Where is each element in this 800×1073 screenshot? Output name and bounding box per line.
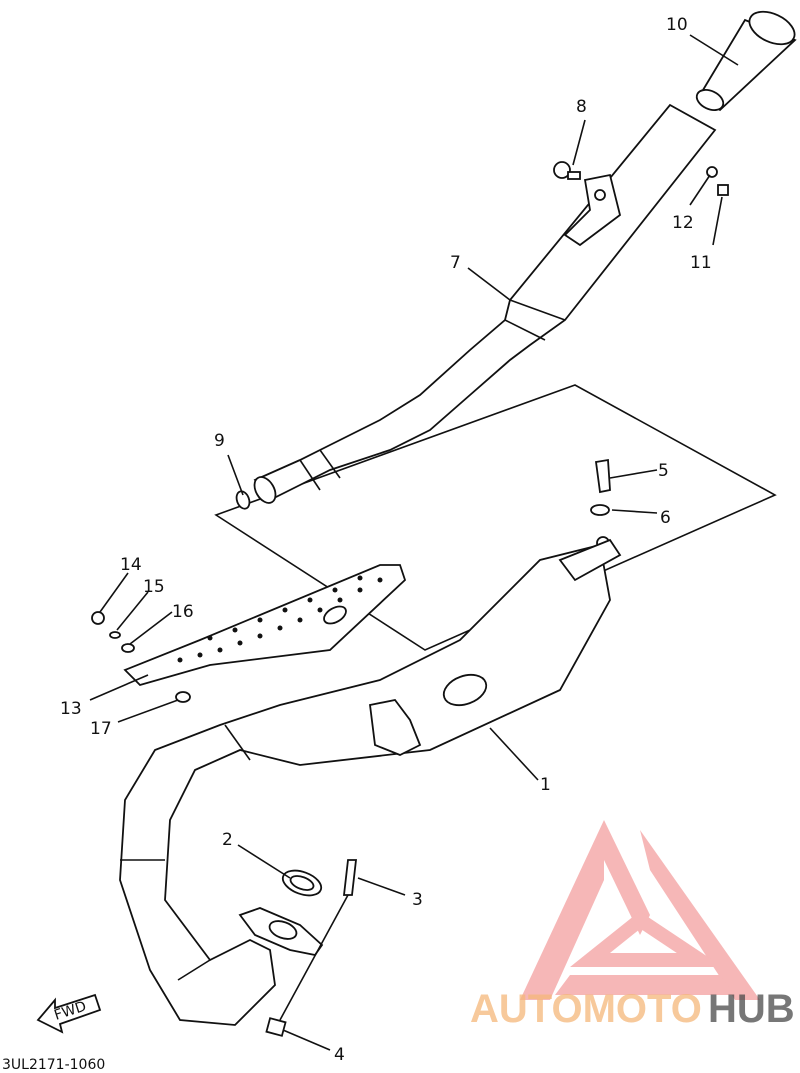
watermark-part2: HUB (708, 987, 795, 1031)
washer-15 (109, 631, 121, 639)
heat-protector (123, 564, 407, 687)
exhaust-chamber (119, 536, 622, 1026)
gasket-9 (235, 490, 251, 510)
watermark-logo (520, 820, 760, 1000)
label-10: 10 (666, 15, 688, 35)
label-14: 14 (120, 555, 142, 575)
label-17: 17 (90, 719, 112, 739)
label-13: 13 (60, 699, 82, 719)
label-5: 5 (658, 461, 669, 481)
leader-lines (89, 34, 739, 1051)
label-7: 7 (450, 253, 461, 273)
callout-labels: 10 8 7 9 12 11 5 6 14 15 16 13 17 1 2 3 … (60, 15, 712, 1065)
label-16: 16 (172, 602, 194, 622)
label-15: 15 (143, 577, 165, 597)
gasket-2 (281, 869, 323, 897)
label-12: 12 (672, 213, 694, 233)
label-8: 8 (576, 97, 587, 117)
fwd-arrow: FWD (36, 993, 102, 1034)
diagram-code: 3UL2171-1060 (2, 1057, 105, 1073)
bolt-8 (553, 161, 581, 180)
watermark-text: AUTOMOTO HUB (470, 987, 795, 1031)
silencer-pipe (253, 103, 717, 504)
watermark-part1: AUTOMOTO (470, 987, 702, 1031)
collar-16 (121, 643, 135, 653)
bolt-11 (717, 184, 729, 196)
washer-6 (590, 504, 610, 516)
nut-4 (265, 1017, 287, 1037)
label-2: 2 (222, 830, 233, 850)
grommet-17 (175, 691, 191, 703)
stud-3 (342, 859, 358, 896)
bolt-5 (594, 458, 611, 494)
label-9: 9 (214, 431, 225, 451)
label-6: 6 (660, 508, 671, 528)
label-11: 11 (690, 253, 712, 273)
label-3: 3 (412, 890, 423, 910)
label-4: 4 (334, 1045, 345, 1065)
label-1: 1 (540, 775, 551, 795)
washer-12 (706, 166, 718, 178)
bolt-14 (91, 611, 105, 625)
tailpipe-cap (695, 10, 797, 112)
